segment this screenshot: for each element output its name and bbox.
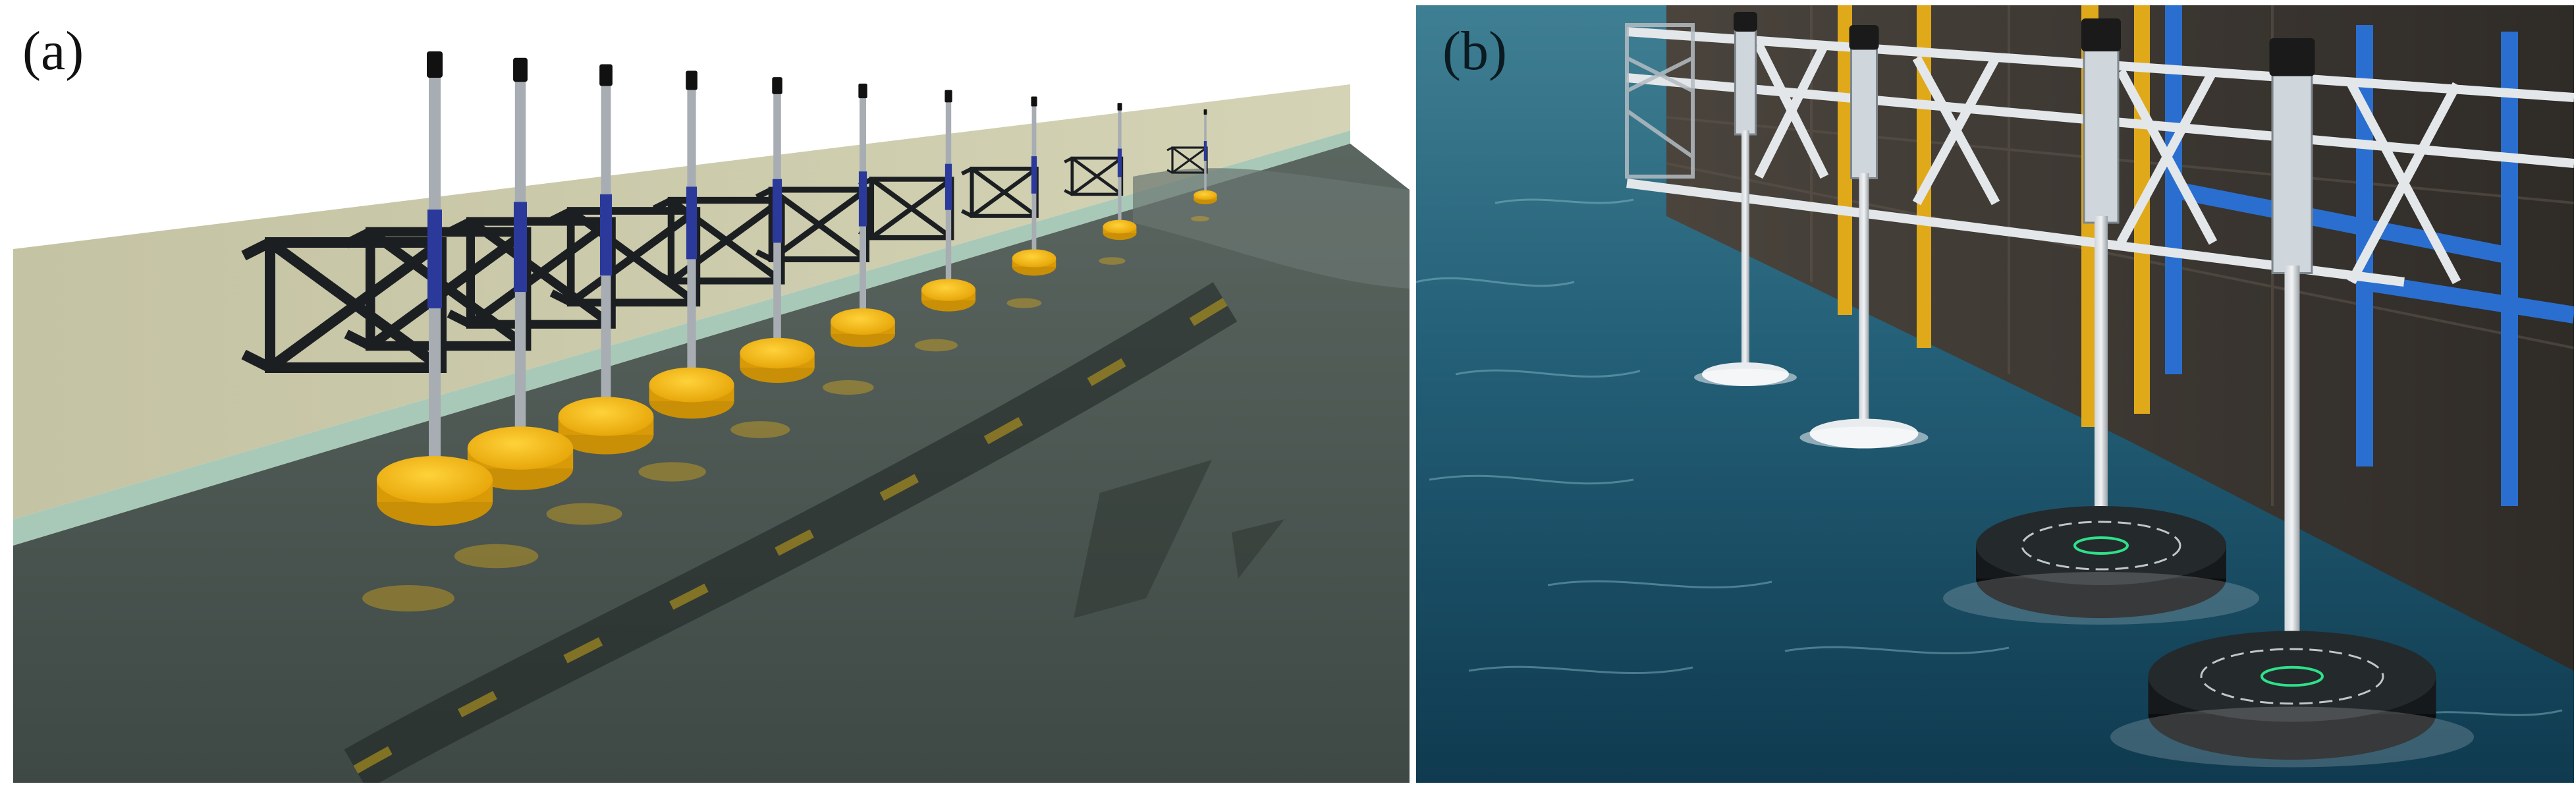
- buoy-top: [1012, 249, 1056, 268]
- buoy-top: [649, 367, 734, 403]
- buoy-top: [831, 308, 895, 335]
- wec-unit: [755, 83, 895, 395]
- blue-frames: [2165, 5, 2574, 506]
- buoy-top: [377, 456, 493, 503]
- pto-coil: [772, 179, 782, 243]
- pto-housing: [1734, 26, 1757, 136]
- pto-coil: [599, 194, 613, 276]
- wec-unit: [1799, 25, 1929, 449]
- panel-label-b: (b): [1442, 20, 1507, 82]
- pole: [2284, 266, 2300, 684]
- pto-coil: [1117, 148, 1122, 177]
- buoy-reflection: [362, 585, 454, 611]
- pto-coil: [1031, 156, 1037, 194]
- pto-housing: [1850, 43, 1878, 179]
- pole: [2095, 216, 2108, 552]
- pole-cap: [1734, 12, 1757, 32]
- wec-unit: [961, 96, 1056, 308]
- float-black-top: [1976, 506, 2226, 585]
- wec-unit: [1064, 103, 1137, 265]
- pole-cap: [513, 57, 528, 82]
- wec-unit: [241, 51, 493, 611]
- panel-label-a: (a): [22, 20, 84, 82]
- wec-unit: [344, 57, 574, 569]
- render-illustration: [13, 5, 1410, 783]
- pole: [1859, 173, 1869, 434]
- pole-cap: [1203, 109, 1207, 115]
- pole-cap: [599, 64, 613, 86]
- wec-unit: [2110, 38, 2474, 768]
- buoy-top: [558, 397, 654, 436]
- pole-cap: [2269, 38, 2315, 76]
- pole-cap: [1849, 25, 1879, 50]
- quay-wall: [1666, 5, 2574, 671]
- wec-unit: [1694, 12, 1797, 386]
- pto-housing: [2271, 67, 2313, 274]
- pole-cap: [1031, 96, 1037, 107]
- truss-frame: [1064, 156, 1124, 196]
- buoy-reflection: [546, 503, 622, 525]
- buoy-top: [921, 279, 976, 301]
- pto-housing: [2083, 43, 2120, 224]
- pole-cap: [2081, 18, 2121, 51]
- buoy-reflection: [1006, 298, 1042, 308]
- panel-b-photo: (b): [1416, 5, 2574, 783]
- wec-unit: [858, 90, 976, 352]
- buoy-reflection: [1099, 257, 1126, 265]
- pole-cap: [1117, 103, 1122, 111]
- buoy-reflection: [914, 339, 958, 352]
- pole-cap: [945, 90, 952, 103]
- pole: [1741, 130, 1749, 374]
- pole-cap: [686, 71, 698, 90]
- buoy-top: [1103, 219, 1137, 234]
- panel-a-render: (a): [13, 5, 1410, 783]
- truss-frame: [858, 177, 954, 240]
- buoy-reflection: [1191, 216, 1209, 221]
- pto-coil: [945, 163, 952, 210]
- truss-frame: [1166, 146, 1208, 174]
- buoy-reflection: [454, 544, 539, 569]
- wec-unit-row: [1694, 12, 2474, 768]
- wec-unit-row: [241, 51, 1217, 611]
- wec-unit: [1943, 18, 2259, 625]
- pole-cap: [772, 77, 782, 94]
- pto-coil: [1203, 141, 1207, 161]
- pto-coil: [427, 210, 442, 308]
- wec-unit: [1166, 109, 1217, 221]
- wec-unit: [549, 71, 734, 482]
- buoy-top: [1193, 190, 1217, 200]
- buoy-reflection: [730, 421, 790, 438]
- pole-cap: [427, 51, 443, 78]
- pto-coil: [686, 186, 698, 260]
- float-black-top: [2148, 631, 2436, 722]
- buoy-top: [740, 337, 815, 369]
- pto-coil: [858, 171, 867, 227]
- sea-surface: [13, 144, 1410, 783]
- waterline-strip: [13, 130, 1350, 546]
- photo-illustration: [1416, 5, 2574, 783]
- buoy-reflection: [822, 380, 874, 395]
- buoy-top: [467, 426, 574, 470]
- pto-coil: [513, 202, 528, 293]
- buoy-reflection: [638, 462, 706, 482]
- pole-cap: [858, 83, 867, 99]
